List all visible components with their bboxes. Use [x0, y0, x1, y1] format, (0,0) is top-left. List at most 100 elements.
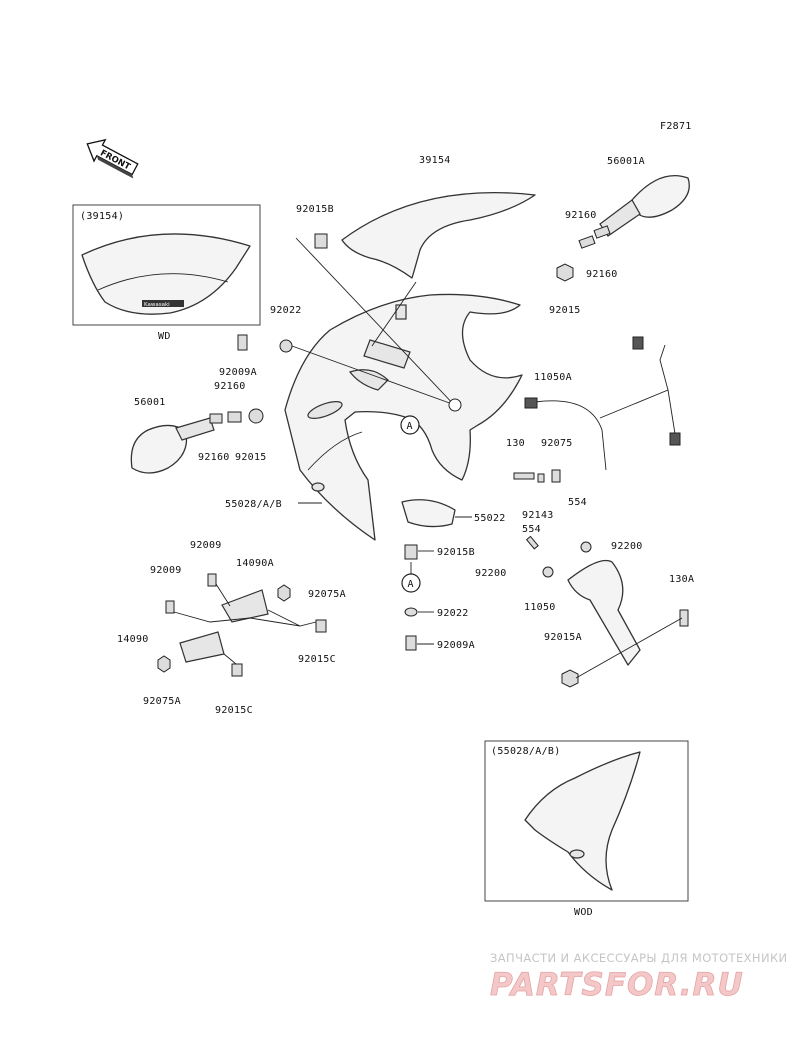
callout-a-lower-text: A — [408, 579, 414, 590]
label-92160-left-2: 92160 — [198, 452, 230, 463]
windshield-inset-caption: WD — [158, 331, 171, 342]
cowl-inset-ref: (55028/A/B) — [491, 746, 561, 757]
nut-92075A-bottom — [157, 655, 171, 673]
bracket-14090 — [179, 631, 225, 663]
bracket-14090A — [221, 589, 269, 623]
clip-92015C-right — [315, 619, 327, 633]
washer-92160-right-a — [578, 235, 596, 249]
washer-92160-right-b — [593, 225, 611, 239]
label-92075: 92075 — [541, 438, 573, 449]
washer-92022-bottom — [404, 607, 418, 617]
label-56001A: 56001A — [607, 156, 645, 167]
grommet-92015B-mid — [404, 544, 418, 560]
label-92015-right: 92015 — [549, 305, 581, 316]
bolt-130A — [679, 609, 689, 627]
screw-92009-b — [165, 600, 175, 614]
label-92009-b: 92009 — [150, 565, 182, 576]
collar-92075 — [551, 469, 561, 483]
harness-connector-a — [524, 397, 538, 409]
windshield-inset-frame — [72, 204, 261, 326]
windshield-trim-line — [97, 273, 229, 291]
callout-a-upper-text: A — [407, 421, 413, 432]
grommet-92015B-top — [314, 233, 328, 249]
label-554-a: 554 — [568, 497, 587, 508]
grommet-cowl — [448, 398, 462, 412]
upper-cowl-clip — [395, 304, 407, 320]
label-92015A: 92015A — [544, 632, 582, 643]
watermark-tagline: ЗАПЧАСТИ И АКСЕССУАРЫ ДЛЯ МОТОТЕХНИКИ — [490, 951, 788, 965]
label-92015C-bottom: 92015C — [215, 705, 253, 716]
upper-cowl-crease — [307, 431, 363, 471]
bracket-55022 — [401, 499, 456, 528]
label-55028AB: 55028/A/B — [225, 499, 282, 510]
label-11050A: 11050A — [534, 372, 572, 383]
front-arrow-icon: FRONT — [86, 138, 139, 179]
washer-92160-left-a — [209, 413, 223, 424]
leader-92022-cowl — [291, 345, 456, 406]
bracket-group-leaders — [173, 583, 317, 665]
label-92022-top: 92022 — [270, 305, 302, 316]
bolt-130 — [513, 472, 535, 480]
watermark-brand: PARTSFOR.RU — [490, 967, 744, 1003]
mirror-right-housing — [631, 174, 690, 218]
label-92075A-bottom: 92075A — [143, 696, 181, 707]
label-130A: 130A — [669, 574, 694, 585]
label-92160-left: 92160 — [214, 381, 246, 392]
spring-554-b — [525, 535, 539, 550]
nut-92075A-top — [277, 584, 291, 602]
windshield-brand-decal — [142, 300, 184, 307]
label-92015B-mid: 92015B — [437, 547, 475, 558]
cowl-inset-caption: WOD — [574, 907, 593, 918]
label-92143: 92143 — [522, 510, 554, 521]
bolt-92009A-top — [237, 334, 248, 351]
figure-code: F2871 — [660, 121, 692, 132]
leader-92015B-cowl — [295, 237, 459, 410]
clip-92015C-bottom — [231, 663, 243, 677]
cowl-inset-mount — [569, 849, 585, 859]
label-92009-a: 92009 — [190, 540, 222, 551]
upper-cowl-bracket — [363, 339, 411, 369]
callout-a-upper — [400, 415, 420, 435]
label-554-b: 554 — [522, 524, 541, 535]
label-55022: 55022 — [474, 513, 506, 524]
washer-92022-top — [279, 339, 293, 353]
cowl-inset: (55028/A/B) WOD — [484, 740, 689, 918]
label-92015-left: 92015 — [235, 452, 267, 463]
cowl-inset-body — [524, 751, 641, 891]
label-14090: 14090 — [117, 634, 149, 645]
label-92022-bottom: 92022 — [437, 608, 469, 619]
label-92160-r2: 92160 — [586, 269, 618, 280]
windshield-inset: (39154) Kawasaki WD — [72, 204, 261, 342]
cowl-inset-frame — [484, 740, 689, 902]
label-130: 130 — [506, 438, 525, 449]
label-11050: 11050 — [524, 602, 556, 613]
leader-92015A-130A — [575, 617, 683, 679]
washer-92160-left-b — [227, 411, 242, 423]
harness-connector-c — [669, 432, 681, 446]
label-92160-r1: 92160 — [565, 210, 597, 221]
harness-branch-wire-2 — [667, 389, 677, 441]
label-92009A-bottom: 92009A — [437, 640, 475, 651]
mirror-right — [599, 174, 690, 237]
nut-92015A — [561, 669, 579, 688]
screw-92009-a — [207, 573, 217, 587]
upper-cowl — [284, 293, 523, 541]
label-92200-left: 92200 — [475, 568, 507, 579]
label-92200-right: 92200 — [611, 541, 643, 552]
upper-cowl-vent — [349, 369, 389, 391]
label-39154: 39154 — [419, 155, 451, 166]
mirror-left — [130, 417, 215, 474]
stay-11050 — [567, 559, 641, 666]
label-92015B-top: 92015B — [296, 204, 334, 215]
windshield-inset-ref: (39154) — [80, 211, 124, 222]
upper-cowl-body — [284, 293, 523, 541]
washer-92200-right — [580, 541, 592, 553]
upper-cowl-duct — [307, 401, 343, 419]
leader-windshield-cowl — [371, 281, 417, 347]
label-92009A-top: 92009A — [219, 367, 257, 378]
wiring-harness-11050A — [524, 336, 681, 471]
label-92015C-right: 92015C — [298, 654, 336, 665]
bracket-group-14090 — [157, 573, 327, 677]
harness-branch-wire — [599, 344, 669, 419]
